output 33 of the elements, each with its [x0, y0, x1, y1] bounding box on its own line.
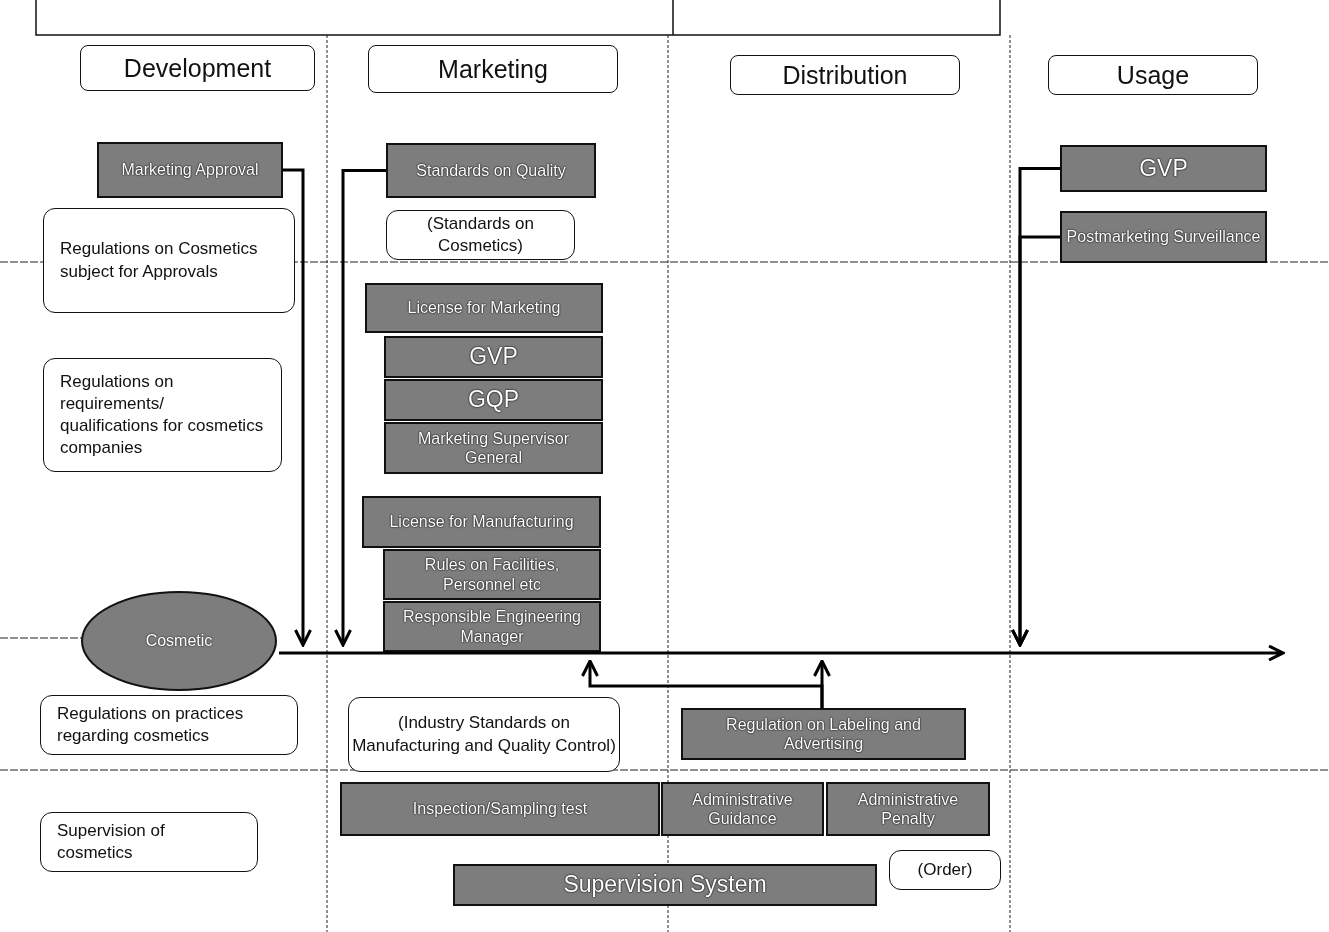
regulation-box: License for Manufacturing [362, 496, 601, 548]
arrow [283, 168, 312, 647]
column-header: Marketing [368, 45, 618, 93]
note-box: Regulations on Cosmetics subject for Approvals [43, 208, 295, 313]
regulation-box: GQP [384, 379, 603, 421]
arrow [581, 659, 824, 708]
note-box: (Order) [889, 850, 1001, 890]
regulation-box: Rules on Facilities, Personnel etc [383, 549, 601, 600]
note-box: (Standards on Cosmetics) [386, 210, 575, 260]
regulation-box: Supervision System [453, 864, 877, 906]
regulation-box: Marketing Supervisor General [384, 422, 603, 474]
regulation-box: Responsible Engineering Manager [383, 601, 601, 652]
regulation-box: GVP [1060, 145, 1267, 192]
column-header: Development [80, 45, 315, 91]
arrow [334, 169, 386, 647]
note-box: (Industry Standards on Manufacturing and Quality Control) [348, 697, 620, 772]
note-box: Regulations on requirements/ qualifications for cosmetics companies [43, 358, 282, 472]
regulation-box: Inspection/Sampling test [340, 782, 660, 836]
regulation-box: GVP [384, 336, 603, 378]
ellipse-label: Cosmetic [145, 632, 213, 650]
cosmetic-ellipse [80, 590, 278, 692]
regulation-box: Administrative Guidance [661, 782, 824, 836]
regulation-box: Administrative Penalty [826, 782, 990, 836]
column-header: Usage [1048, 55, 1258, 95]
note-box: Regulations on practices regarding cosmetics [40, 695, 298, 755]
timeline-arrow [279, 645, 1285, 661]
column-header: Distribution [730, 55, 960, 95]
note-box: Supervision of cosmetics [40, 812, 258, 872]
regulation-box: Regulation on Labeling and Advertising [681, 708, 966, 760]
regulation-box: Standards on Quality [386, 143, 596, 198]
regulation-box: License for Marketing [365, 283, 603, 333]
regulation-box: Marketing Approval [97, 142, 283, 198]
regulation-box: Postmarketing Surveillance [1060, 211, 1267, 263]
